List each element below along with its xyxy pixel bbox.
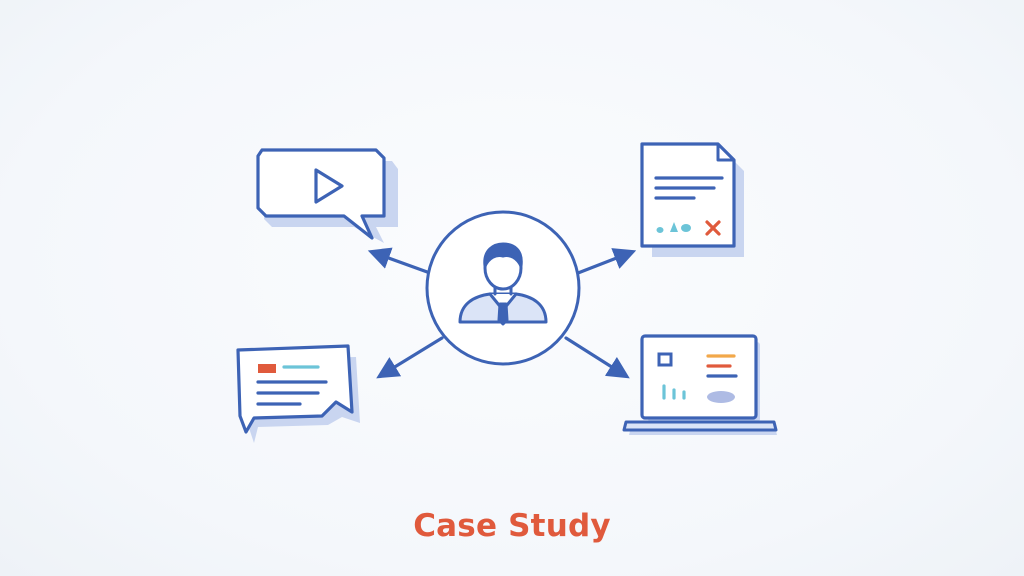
message-flag	[258, 364, 276, 373]
arrow-to-laptop	[564, 336, 630, 379]
document-marks	[656, 220, 721, 236]
play-icon	[314, 168, 344, 204]
document-icon	[640, 142, 744, 257]
laptop-pill	[707, 391, 735, 403]
person-icon	[458, 242, 548, 326]
close-icon	[705, 220, 721, 236]
connector-arrows	[367, 247, 637, 379]
arrow-to-message-bubble	[376, 336, 444, 379]
arrow-to-document	[576, 248, 637, 275]
video-chat-bubble-icon	[256, 148, 398, 243]
laptop-screen-square	[657, 352, 673, 367]
arrow-to-video-bubble	[367, 247, 432, 275]
caption-title: Case Study	[413, 508, 611, 544]
center-hub	[425, 210, 581, 366]
laptop-icon	[622, 334, 778, 435]
message-bubble-icon	[236, 344, 360, 443]
